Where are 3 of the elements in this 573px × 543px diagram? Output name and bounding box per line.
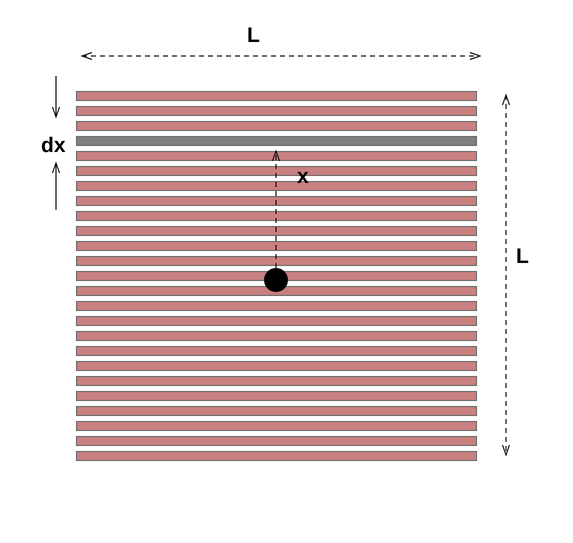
dimension-label: L [247,25,260,46]
dimension-label: dx [41,135,66,156]
dimension-label: L [516,246,529,267]
